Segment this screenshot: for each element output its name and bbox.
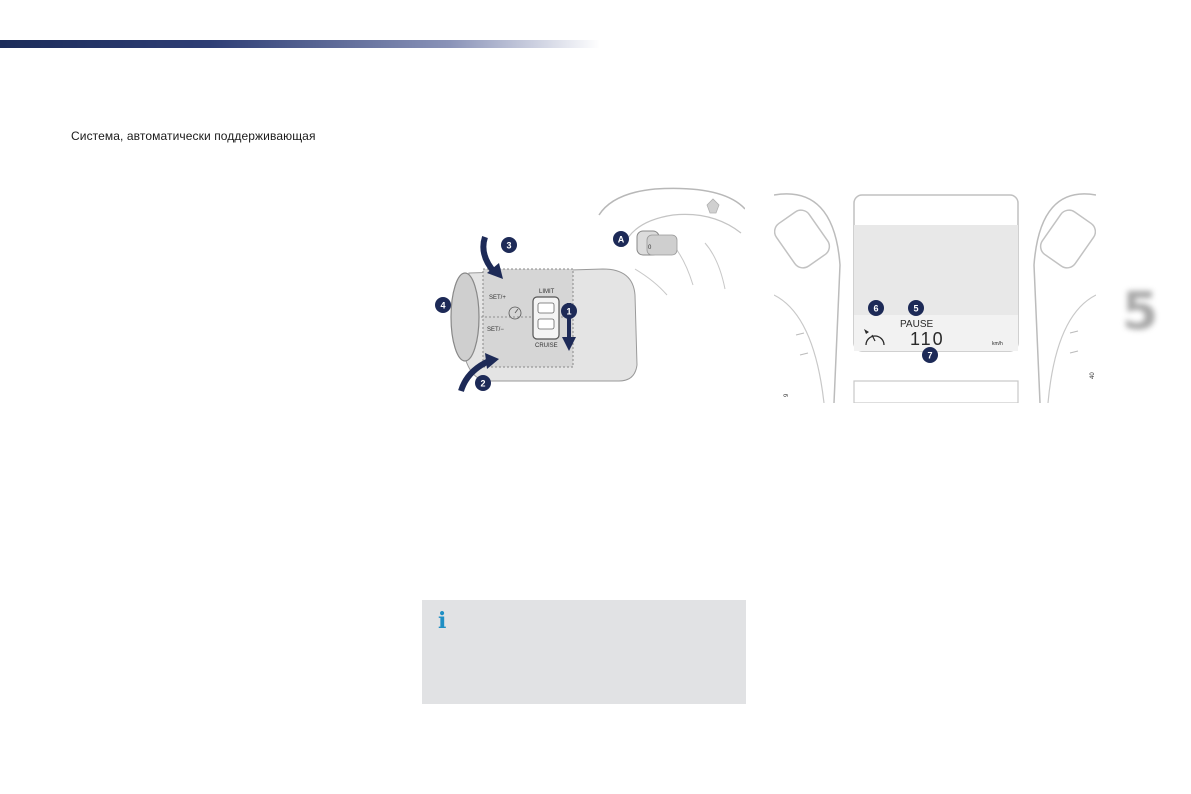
svg-text:7: 7	[927, 351, 932, 361]
callout-5: 5	[908, 300, 924, 316]
set-minus-label: SET/−	[487, 327, 504, 333]
right-dial-number: 40	[1090, 372, 1096, 379]
left-dial-number: 9	[784, 393, 790, 397]
instrument-cluster-illustration: 9 PAUSE 110 km/h 40 5 6	[774, 185, 1096, 403]
callout-2: 2	[475, 375, 491, 391]
speedometer-icon	[864, 329, 885, 346]
lcd-unit: km/h	[992, 341, 1003, 347]
svg-text:1: 1	[566, 307, 571, 317]
svg-text:3: 3	[506, 241, 511, 251]
set-plus-label: SET/+	[489, 295, 506, 301]
svg-text:5: 5	[913, 304, 918, 314]
intro-text: Система, автоматически поддерживающая	[71, 129, 316, 143]
lcd-speed-value: 110	[910, 329, 945, 349]
cruise-label: CRUISE	[535, 343, 558, 349]
svg-text:6: 6	[873, 304, 878, 314]
lcd-status-text: PAUSE	[900, 319, 933, 330]
cruise-control-stalk-illustration: 0 A SET/+ SET/− LIMIT CRUISE	[423, 185, 745, 403]
svg-text:4: 4	[440, 301, 445, 311]
callout-A: A	[613, 231, 629, 247]
svg-text:2: 2	[480, 379, 485, 389]
info-icon: i	[438, 608, 447, 634]
limit-label: LIMIT	[539, 289, 555, 295]
info-note-box: i	[422, 600, 746, 704]
svg-text:A: A	[618, 235, 625, 245]
callout-7: 7	[922, 347, 938, 363]
callout-4: 4	[435, 297, 451, 313]
callout-1: 1	[561, 303, 577, 319]
stalk-switch-glyph: 0	[648, 245, 652, 251]
callout-6: 6	[868, 300, 884, 316]
callout-3: 3	[501, 237, 517, 253]
chapter-number: 5	[1122, 282, 1159, 342]
header-gradient-band	[0, 40, 600, 48]
